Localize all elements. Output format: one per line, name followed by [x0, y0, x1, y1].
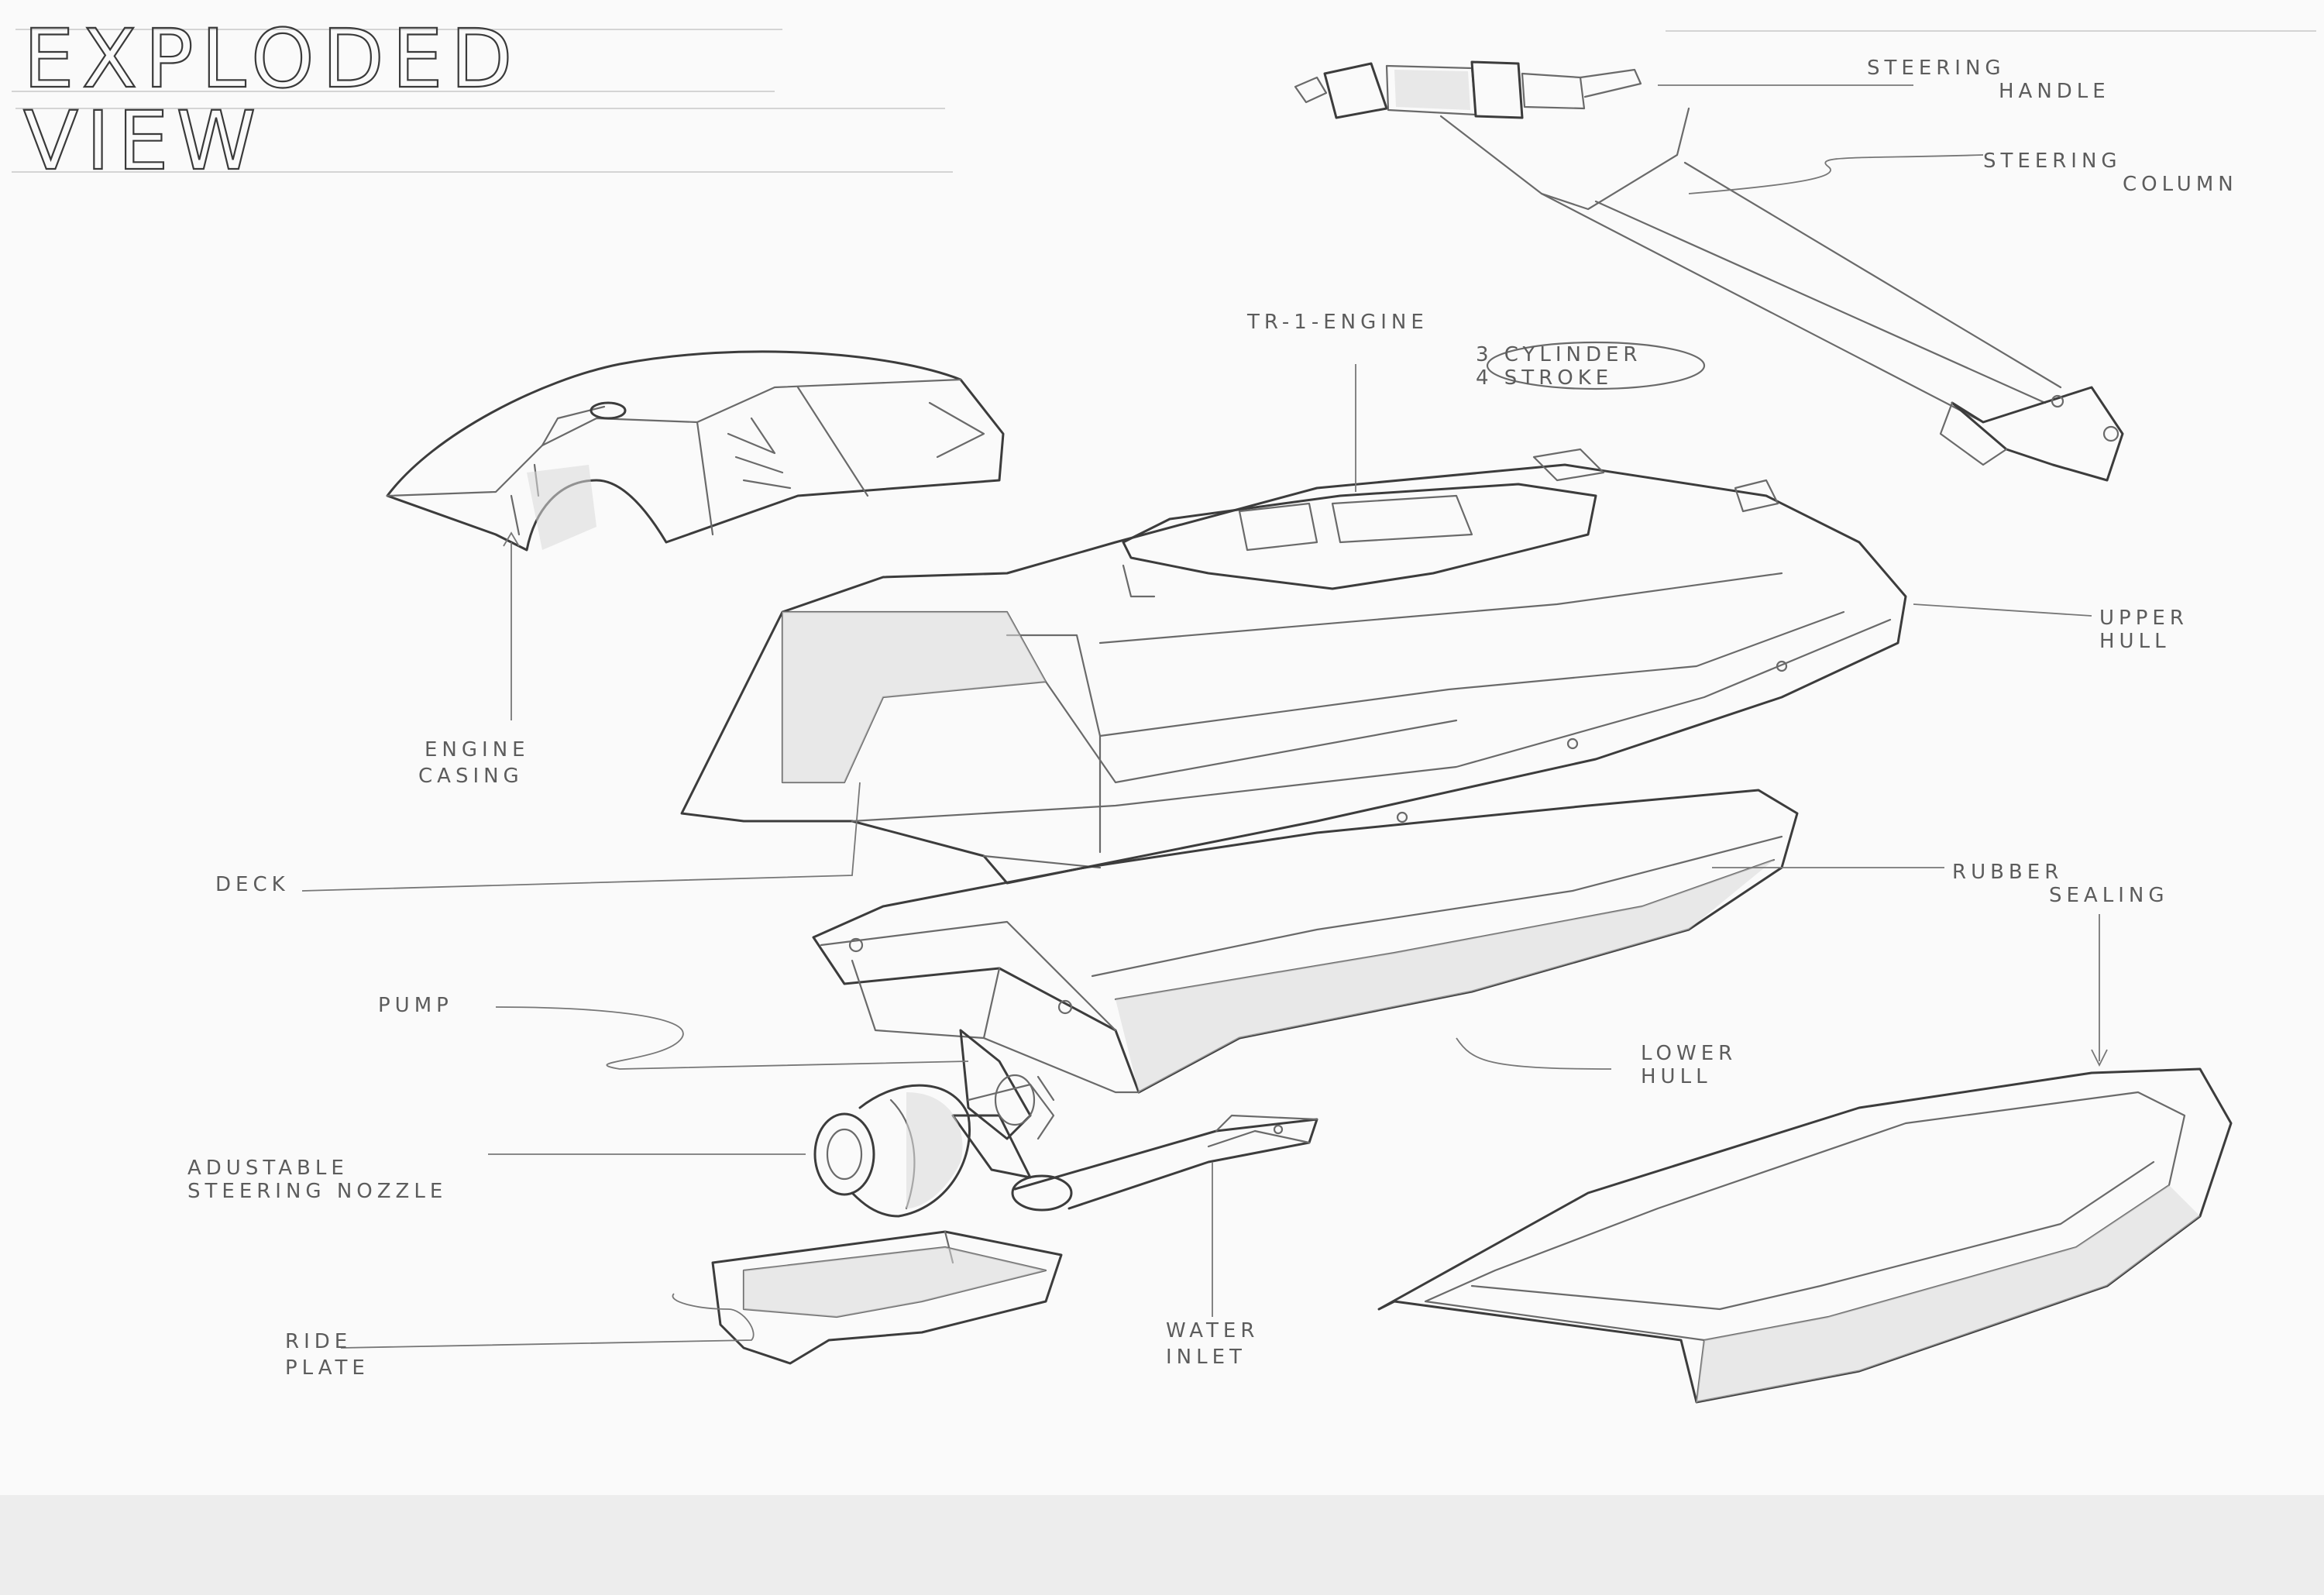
label-pump-1: PUMP	[378, 994, 453, 1017]
title-guides	[12, 29, 2316, 173]
label-steering-handle: STEERING HANDLE	[1867, 57, 2110, 103]
label-upper-hull-2: HULL	[2099, 630, 2171, 653]
label-upper-hull: UPPER HULL	[2099, 607, 2188, 653]
rubber-sealing-sketch	[1377, 1067, 2233, 1404]
leader-lines	[301, 84, 2108, 1349]
engine-casing-sketch	[386, 350, 1005, 552]
label-lower-hull-1: LOWER	[1641, 1042, 1737, 1065]
engine-spec-circle	[1486, 341, 1706, 390]
label-steering-column-2: COLUMN	[2123, 173, 2238, 196]
label-ride-plate-1: RIDE	[285, 1330, 352, 1353]
label-rubber-sealing: RUBBER SEALING	[1952, 861, 2168, 907]
label-steering-handle-2: HANDLE	[1999, 80, 2110, 103]
title-line-2: VIEW	[23, 94, 263, 188]
label-lower-hull-2: HULL	[1641, 1065, 1712, 1088]
title-line-1: EXPLODED	[23, 12, 521, 106]
label-water-inlet: WATER INLET	[1166, 1319, 1259, 1369]
label-engine: TR-1-ENGINE 3 CYLINDER 4 STROKE	[1246, 311, 1706, 390]
label-engine-2: 3 CYLINDER	[1476, 343, 1642, 366]
label-lower-hull: LOWER HULL	[1641, 1042, 1737, 1088]
label-engine-casing: ENGINE CASING	[418, 738, 530, 788]
label-steering-nozzle-2: STEERING NOZZLE	[187, 1180, 447, 1203]
label-engine-casing-1: ENGINE	[425, 738, 530, 761]
label-pump: PUMP	[378, 994, 453, 1017]
label-upper-hull-1: UPPER	[2099, 607, 2188, 630]
label-ride-plate: RIDE PLATE	[285, 1330, 370, 1380]
steering-handle-sketch	[1294, 60, 1642, 119]
label-water-inlet-2: INLET	[1166, 1346, 1246, 1369]
label-water-inlet-1: WATER	[1166, 1319, 1259, 1342]
label-steering-column-1: STEERING	[1983, 150, 2122, 173]
label-rubber-sealing-2: SEALING	[2049, 884, 2168, 907]
lower-hull-sketch	[812, 789, 1799, 1094]
label-deck-1: DECK	[215, 873, 290, 896]
label-steering-column: STEERING COLUMN	[1983, 150, 2238, 196]
label-rubber-sealing-1: RUBBER	[1952, 861, 2063, 884]
label-engine-casing-2: CASING	[418, 765, 524, 788]
pump-sketch	[951, 1029, 1055, 1179]
label-engine-1: TR-1-ENGINE	[1246, 311, 1428, 334]
steering-nozzle-sketch	[813, 1084, 971, 1218]
water-inlet-sketch	[1011, 1114, 1318, 1212]
label-steering-nozzle-1: ADUSTABLE	[187, 1157, 349, 1180]
label-steering-nozzle: ADUSTABLE STEERING NOZZLE	[187, 1157, 447, 1203]
label-steering-handle-1: STEERING	[1867, 57, 2006, 80]
label-engine-3: 4 STROKE	[1476, 366, 1613, 390]
label-deck: DECK	[215, 873, 290, 896]
paper-sheet	[0, 0, 2324, 1495]
steering-column-sketch	[1439, 107, 2124, 482]
upper-hull-sketch	[680, 448, 1907, 885]
label-ride-plate-2: PLATE	[285, 1356, 370, 1380]
ride-plate-sketch	[711, 1230, 1063, 1365]
